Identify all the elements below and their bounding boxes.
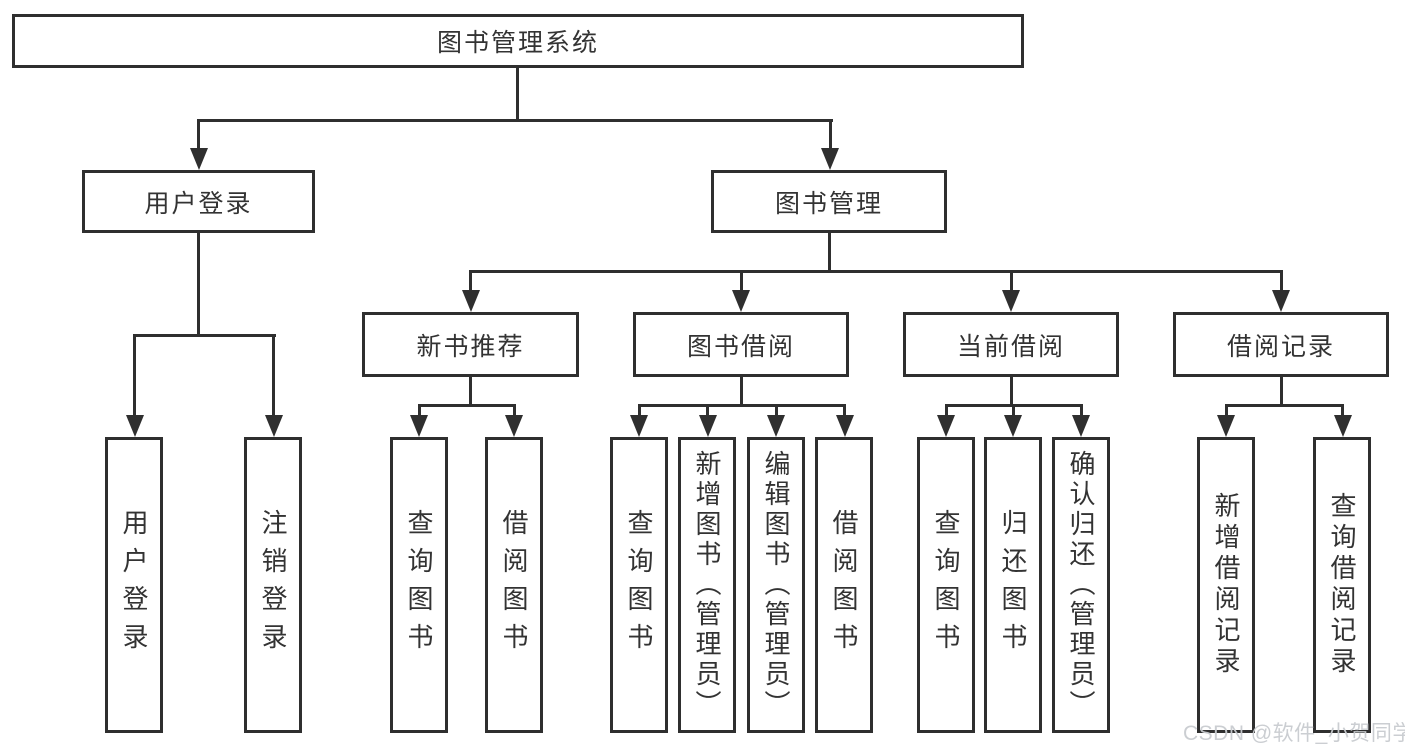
connector-line	[1341, 404, 1344, 417]
leaf-return-books: 归还图书	[984, 437, 1042, 733]
connector-line	[272, 334, 275, 418]
connector-line	[740, 270, 743, 292]
arrow-down-icon	[630, 415, 648, 437]
node-book-borrow: 图书借阅	[633, 312, 849, 377]
watermark: CSDN @软件_小贺同学	[1183, 722, 1405, 745]
connector-line	[418, 404, 516, 407]
arrow-down-icon	[836, 415, 854, 437]
node-book-management: 图书管理	[711, 170, 947, 233]
leaf-query-books-recommend: 查询图书	[390, 437, 448, 733]
arrow-down-icon	[1002, 290, 1020, 312]
connector-line	[197, 119, 833, 122]
leaf-borrow-books-recommend: 借阅图书	[485, 437, 543, 733]
leaf-query-books-current: 查询图书	[917, 437, 975, 733]
connector-line	[1080, 404, 1083, 417]
connector-line	[1225, 404, 1344, 407]
node-library-system: 图书管理系统	[12, 14, 1024, 68]
node-user-login: 用户登录	[82, 170, 315, 233]
arrow-down-icon	[1004, 415, 1022, 437]
connector-line	[513, 404, 516, 417]
node-borrow-record: 借阅记录	[1173, 312, 1389, 377]
arrow-down-icon	[462, 290, 480, 312]
connector-line	[469, 270, 1283, 273]
connector-line	[197, 119, 200, 152]
node-current-borrow: 当前借阅	[903, 312, 1119, 377]
arrow-down-icon	[732, 290, 750, 312]
leaf-borrow-books: 借阅图书	[815, 437, 873, 733]
connector-line	[1012, 404, 1015, 417]
node-new-book-recommend: 新书推荐	[362, 312, 579, 377]
connector-line	[775, 404, 778, 417]
connector-line	[133, 334, 136, 418]
connector-line	[516, 68, 519, 121]
leaf-query-borrow-record: 查询借阅记录	[1313, 437, 1371, 733]
arrow-down-icon	[699, 415, 717, 437]
leaf-user-login: 用户登录	[105, 437, 163, 733]
connector-line	[740, 377, 743, 407]
arrow-down-icon	[1334, 415, 1352, 437]
connector-line	[1225, 404, 1228, 417]
connector-line	[418, 404, 421, 417]
connector-line	[843, 404, 846, 417]
connector-line	[133, 334, 276, 337]
connector-line	[706, 404, 709, 417]
arrow-down-icon	[1072, 415, 1090, 437]
leaf-add-borrow-record: 新增借阅记录	[1197, 437, 1255, 733]
arrow-down-icon	[410, 415, 428, 437]
arrow-down-icon	[505, 415, 523, 437]
connector-line	[469, 270, 472, 292]
connector-line	[1010, 270, 1013, 292]
leaf-confirm-return-admin: 确认归还（管理员）	[1052, 437, 1110, 733]
connector-line	[945, 404, 948, 417]
arrow-down-icon	[937, 415, 955, 437]
connector-line	[829, 119, 832, 152]
arrow-down-icon	[767, 415, 785, 437]
leaf-logout: 注销登录	[244, 437, 302, 733]
connector-line	[638, 404, 846, 407]
connector-line	[197, 233, 200, 336]
leaf-edit-books-admin: 编辑图书（管理员）	[747, 437, 805, 733]
arrow-down-icon	[821, 148, 839, 170]
connector-line	[1280, 377, 1283, 407]
connector-line	[638, 404, 641, 417]
connector-line	[1010, 377, 1013, 407]
connector-line	[469, 377, 472, 407]
connector-line	[828, 233, 831, 273]
leaf-add-books-admin: 新增图书（管理员）	[678, 437, 736, 733]
arrow-down-icon	[1272, 290, 1290, 312]
connector-line	[1280, 270, 1283, 292]
arrow-down-icon	[1217, 415, 1235, 437]
leaf-query-books-borrow: 查询图书	[610, 437, 668, 733]
arrow-down-icon	[265, 415, 283, 437]
arrow-down-icon	[126, 415, 144, 437]
arrow-down-icon	[190, 148, 208, 170]
